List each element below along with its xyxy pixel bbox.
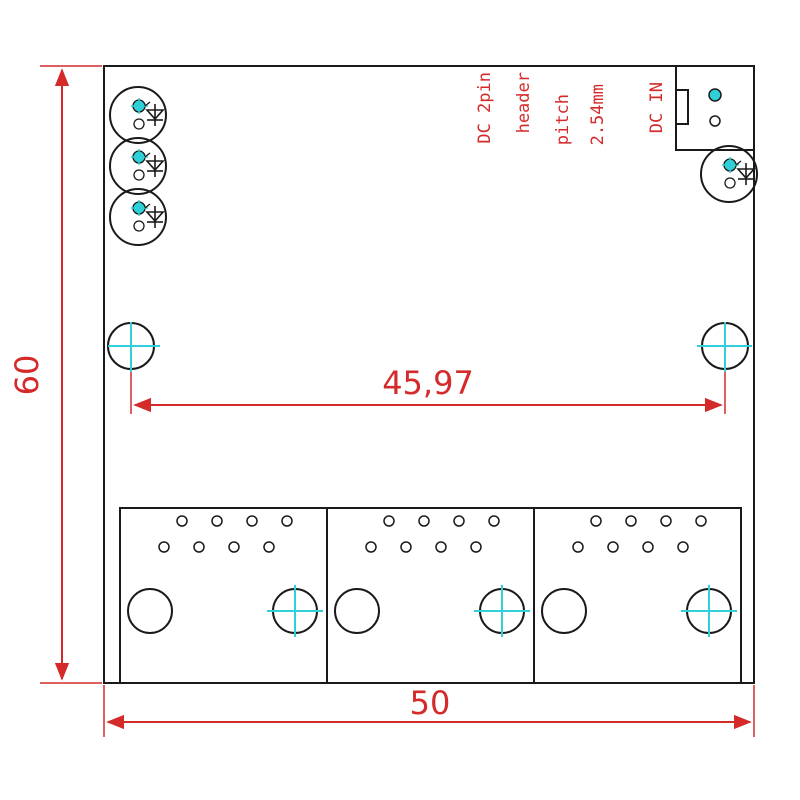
dimension-height: 60 xyxy=(8,65,102,684)
note-line-3: pitch xyxy=(553,94,573,145)
dimension-hole-spacing: 45,97 xyxy=(130,364,726,414)
led-right xyxy=(700,145,758,203)
height-dimension-label: 60 xyxy=(8,355,46,396)
mounting-hole-right xyxy=(697,322,752,372)
led-left-1 xyxy=(109,86,167,144)
led-left-2 xyxy=(109,137,167,195)
note-line-2: header xyxy=(514,72,534,133)
hole-spacing-label: 45,97 xyxy=(382,364,474,402)
rj45-port-2 xyxy=(326,507,535,683)
mounting-hole-left xyxy=(107,322,160,372)
rj45-port-3 xyxy=(533,507,742,683)
led-left-3 xyxy=(109,188,167,246)
led-left-column xyxy=(109,86,167,246)
dc-in-connector xyxy=(675,65,755,151)
led-dc-in xyxy=(700,145,758,203)
dimension-width: 50 xyxy=(103,684,755,737)
board-outline xyxy=(103,65,755,684)
dc-pin-1 xyxy=(708,88,722,102)
rj45-port-1 xyxy=(119,507,328,683)
width-dimension-label: 50 xyxy=(410,684,451,722)
dc-in-label: DC IN xyxy=(647,82,667,133)
rj45-port-row xyxy=(119,507,742,683)
note-line-1: DC 2pin xyxy=(475,72,495,144)
note-line-4: 2.54mm xyxy=(588,84,608,145)
header-note: DC 2pin header pitch 2.54mm xyxy=(475,72,608,145)
dc-pin-2 xyxy=(709,115,721,127)
